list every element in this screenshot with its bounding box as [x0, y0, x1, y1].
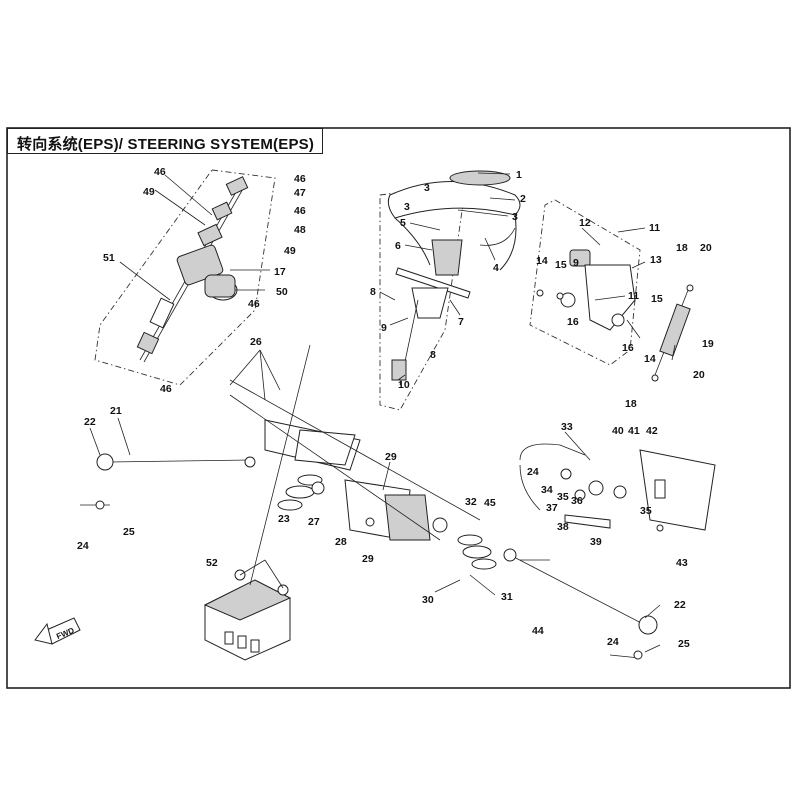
callout: 22 [84, 416, 96, 428]
callout: 35 [557, 491, 569, 503]
callout: 21 [110, 405, 122, 417]
leader-lines [89, 172, 676, 653]
callout: 25 [123, 526, 135, 538]
tie-rod-right [503, 548, 658, 660]
outer-frame [6, 127, 791, 689]
callout: 45 [484, 497, 496, 509]
callout: 49 [284, 245, 296, 257]
callout: 10 [398, 379, 410, 391]
callout: 13 [650, 254, 662, 266]
callout: 17 [274, 266, 286, 278]
mounting-bracket [519, 443, 716, 532]
callout: 11 [628, 290, 639, 302]
callout: 18 [625, 398, 637, 410]
callout: 3 [424, 182, 430, 194]
callout: 46 [160, 383, 172, 395]
callout: 51 [103, 252, 115, 264]
callout: 18 [676, 242, 688, 254]
callout: 50 [276, 286, 288, 298]
callout: 14 [644, 353, 656, 365]
callout: 3 [512, 211, 518, 223]
diagram-title: 转向系统(EPS)/ STEERING SYSTEM(EPS) [17, 136, 315, 153]
callout: 22 [674, 599, 686, 611]
callout: 29 [362, 553, 374, 565]
callout: 11 [649, 222, 660, 234]
callout: 33 [561, 421, 573, 433]
callout: 3 [404, 201, 410, 213]
steering-column [136, 176, 249, 363]
callout: 46 [248, 298, 260, 310]
callout: 1 [516, 169, 522, 181]
tilt-group-box [529, 199, 641, 366]
column-group-box [94, 169, 276, 386]
callout: 14 [536, 255, 548, 267]
callout: 35 [640, 505, 652, 517]
callout: 24 [527, 466, 539, 478]
callout: 15 [555, 259, 567, 271]
callout: 6 [395, 240, 401, 252]
callout: 29 [385, 451, 397, 463]
callout: 48 [294, 224, 306, 236]
callout: 20 [700, 242, 712, 254]
callout: 9 [381, 322, 387, 334]
callout: 46 [154, 166, 166, 178]
tilt-bracket [536, 249, 636, 331]
callout: 49 [143, 186, 155, 198]
callout: 40 [612, 425, 624, 437]
callout: 4 [493, 262, 499, 274]
callout: 27 [308, 516, 320, 528]
callout: 46 [294, 205, 306, 217]
callout: 43 [676, 557, 688, 569]
callout: 42 [646, 425, 658, 437]
callout: 16 [567, 316, 579, 328]
callout: 28 [335, 536, 347, 548]
callout: 23 [278, 513, 290, 525]
callout: 12 [579, 217, 591, 229]
callout: 39 [590, 536, 602, 548]
callout: 9 [573, 257, 579, 269]
fwd-marker: FWD [34, 617, 81, 645]
callout: 37 [546, 502, 558, 514]
callout: 31 [501, 591, 513, 603]
callout: 44 [532, 625, 544, 637]
callout: 41 [628, 425, 640, 437]
eps-ecu [203, 569, 292, 661]
callout: 26 [250, 336, 262, 348]
steering-wheel [387, 170, 521, 386]
callout: 52 [206, 557, 218, 569]
callout: 36 [571, 495, 583, 507]
callout: 20 [693, 369, 705, 381]
callout: 2 [520, 193, 526, 205]
callout: 32 [465, 496, 477, 508]
callout: 19 [702, 338, 714, 350]
callout: 38 [557, 521, 569, 533]
callout: 24 [607, 636, 619, 648]
callout: 5 [400, 217, 406, 229]
callout: 8 [370, 286, 376, 298]
callout: 8 [430, 349, 436, 361]
callout: 24 [77, 540, 89, 552]
wheel-group-box [379, 189, 466, 411]
callout: 30 [422, 594, 434, 606]
callout: 25 [678, 638, 690, 650]
tie-rod-left [80, 453, 256, 510]
rack-and-pinion [229, 379, 497, 570]
callout: 47 [294, 187, 306, 199]
callout: 15 [651, 293, 663, 305]
callout: 46 [294, 173, 306, 185]
callout: 7 [458, 316, 464, 328]
callout: 34 [541, 484, 553, 496]
callout: 16 [622, 342, 634, 354]
gas-strut [651, 284, 694, 382]
